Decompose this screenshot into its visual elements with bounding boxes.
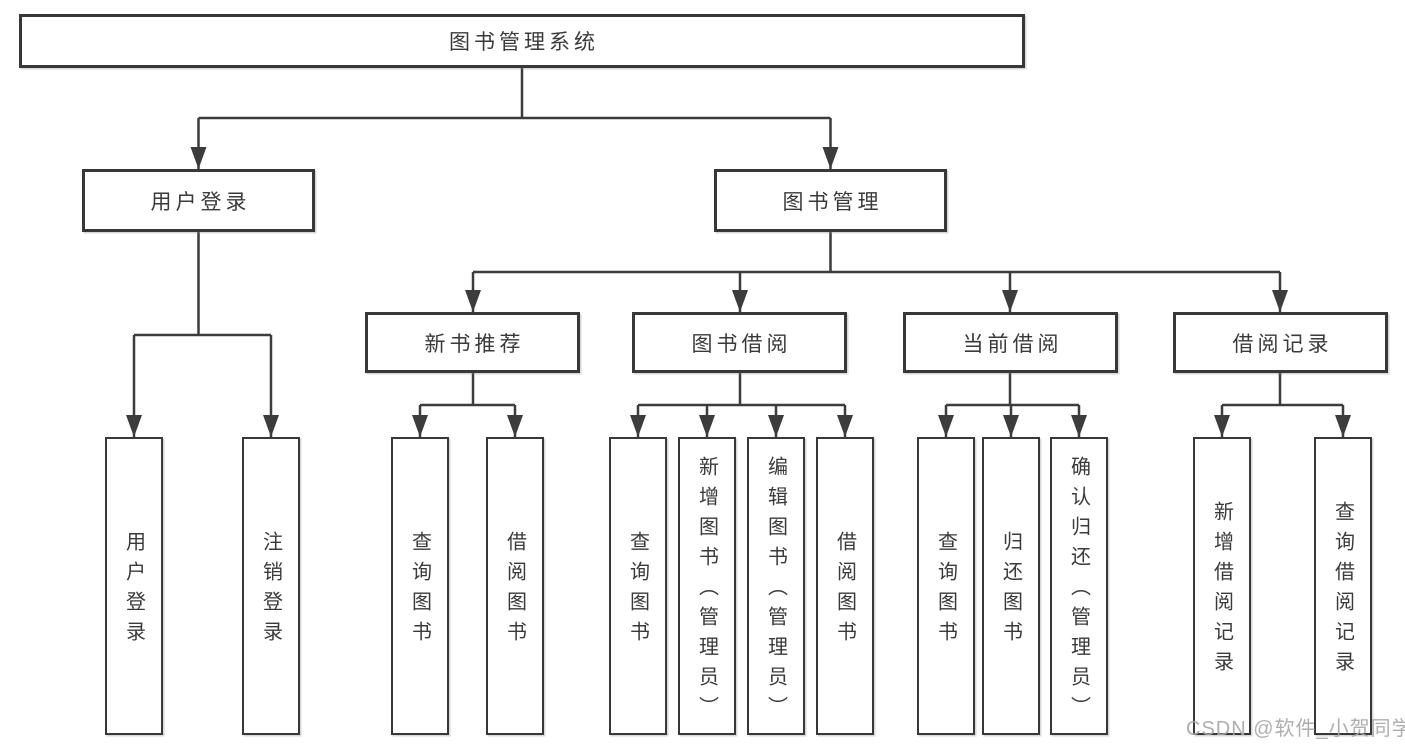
leaf-borrow-query-books: 查询图书 bbox=[609, 437, 667, 735]
leaf-current-confirm-return-admin: 确认归还（管理员） bbox=[1050, 437, 1108, 735]
leaf-label: 查询图书 bbox=[408, 531, 431, 651]
node-label: 图书借阅 bbox=[691, 332, 792, 356]
leaf-borrow-edit-book-admin: 编辑图书（管理员） bbox=[747, 437, 805, 735]
node-user-login: 用户登录 bbox=[82, 169, 315, 232]
node-label: 新书推荐 bbox=[424, 332, 525, 356]
leaf-newbook-borrow-books: 借阅图书 bbox=[486, 437, 544, 735]
leaf-user-login: 用户登录 bbox=[105, 437, 163, 735]
watermark-text: CSDN @软件_小贺同学 bbox=[1186, 718, 1405, 740]
node-new-book-recommend: 新书推荐 bbox=[365, 312, 580, 373]
node-root-system: 图书管理系统 bbox=[19, 14, 1025, 68]
node-label: 用户登录 bbox=[150, 190, 251, 214]
leaf-current-query-books: 查询图书 bbox=[917, 437, 975, 735]
node-book-borrow: 图书借阅 bbox=[632, 312, 847, 373]
node-book-management: 图书管理 bbox=[714, 169, 947, 232]
node-borrow-records: 借阅记录 bbox=[1173, 312, 1388, 373]
leaf-label: 注销登录 bbox=[259, 531, 282, 651]
leaf-label: 用户登录 bbox=[122, 531, 145, 651]
leaf-label: 借阅图书 bbox=[503, 531, 526, 651]
leaf-label: 查询借阅记录 bbox=[1331, 501, 1354, 681]
node-label: 图书管理 bbox=[782, 190, 883, 214]
leaf-current-return-books: 归还图书 bbox=[982, 437, 1040, 735]
leaf-logout-login: 注销登录 bbox=[242, 437, 300, 735]
leaf-label: 查询图书 bbox=[934, 531, 957, 651]
node-label: 借阅记录 bbox=[1232, 332, 1333, 356]
leaf-newbook-query-books: 查询图书 bbox=[391, 437, 449, 735]
leaf-borrow-borrow-books: 借阅图书 bbox=[816, 437, 874, 735]
arrowhead-icons bbox=[126, 147, 1351, 437]
leaf-label: 借阅图书 bbox=[833, 531, 856, 651]
leaf-label: 新增借阅记录 bbox=[1210, 501, 1233, 681]
leaf-label: 确认归还（管理员） bbox=[1067, 456, 1090, 726]
node-current-borrow: 当前借阅 bbox=[903, 312, 1118, 373]
leaf-records-query-record: 查询借阅记录 bbox=[1314, 437, 1372, 735]
connector-path bbox=[132, 68, 1345, 437]
leaf-label: 归还图书 bbox=[999, 531, 1022, 651]
node-label: 图书管理系统 bbox=[449, 31, 599, 54]
leaf-label: 新增图书（管理员） bbox=[695, 456, 718, 726]
leaf-borrow-add-book-admin: 新增图书（管理员） bbox=[678, 437, 736, 735]
leaf-records-add-record: 新增借阅记录 bbox=[1193, 437, 1251, 735]
node-label: 当前借阅 bbox=[962, 332, 1063, 356]
leaf-label: 编辑图书（管理员） bbox=[764, 456, 787, 726]
leaf-label: 查询图书 bbox=[626, 531, 649, 651]
